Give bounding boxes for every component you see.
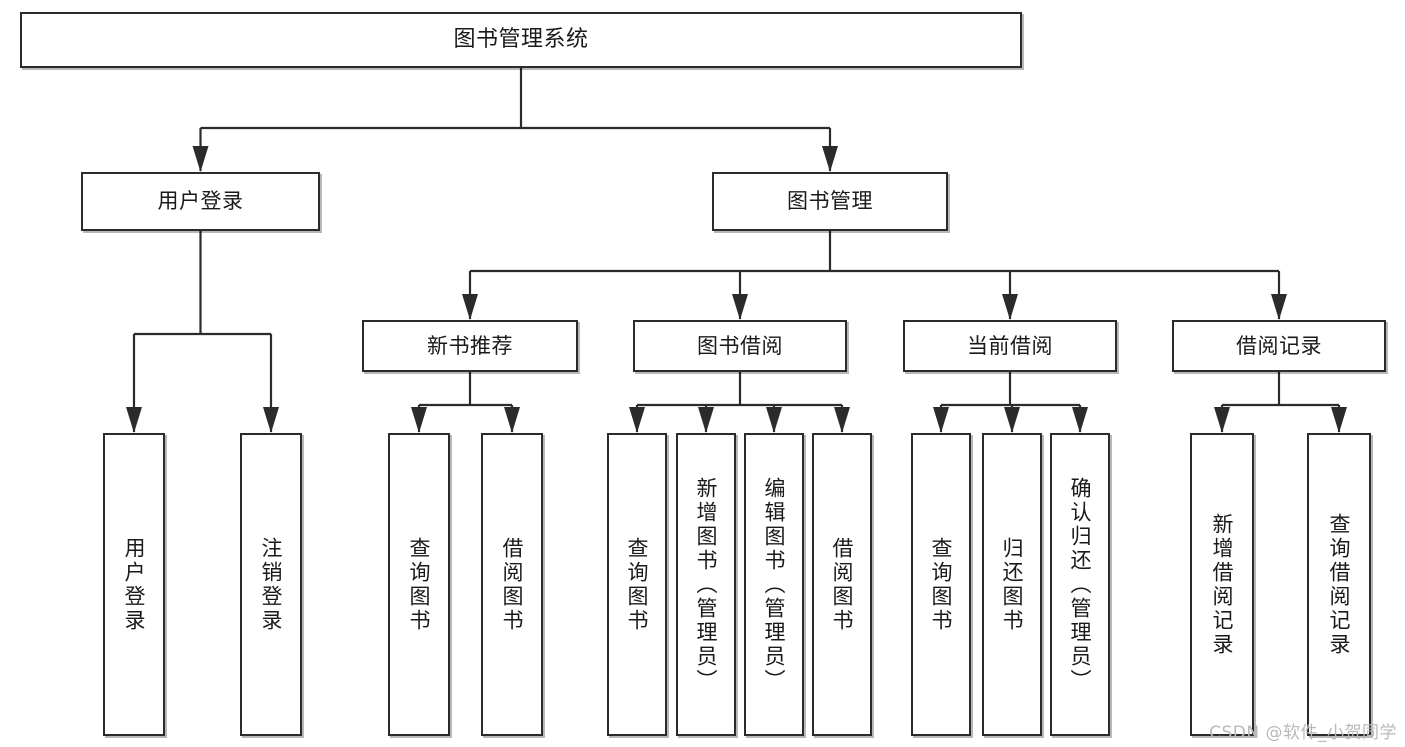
- node-leaf-edit[interactable]: 编辑图书（管理员）: [744, 433, 804, 736]
- edge-arrowhead-leaf-qrec: [1331, 407, 1347, 433]
- edge-arrowhead-leaf-b2: [834, 407, 850, 433]
- edge-arrowhead-leaf-b1: [504, 407, 520, 433]
- edge-arrowhead-current: [1002, 294, 1018, 320]
- node-leaf-add[interactable]: 新增图书（管理员）: [676, 433, 736, 736]
- node-leaf-return[interactable]: 归还图书: [982, 433, 1042, 736]
- edge-arrowhead-records: [1271, 294, 1287, 320]
- node-leaf-addrec[interactable]: 新增借阅记录: [1190, 433, 1254, 736]
- edge-arrowhead-leaf-q1: [411, 407, 427, 433]
- node-leaf-b1[interactable]: 借阅图书: [481, 433, 543, 736]
- node-records[interactable]: 借阅记录: [1172, 320, 1386, 372]
- node-login[interactable]: 用户登录: [81, 172, 320, 231]
- node-root[interactable]: 图书管理系统: [20, 12, 1022, 68]
- edge-arrowhead-leaf-return: [1004, 407, 1020, 433]
- node-label: 图书管理: [787, 189, 873, 214]
- node-label: 用户登录: [122, 536, 147, 633]
- edge-arrowhead-leaf-q2: [629, 407, 645, 433]
- node-newbook[interactable]: 新书推荐: [362, 320, 578, 372]
- edge-arrowhead-leaf-q3: [933, 407, 949, 433]
- node-label: 用户登录: [157, 189, 244, 214]
- edge-arrowhead-bookmgmt: [822, 146, 838, 172]
- node-label: 图书借阅: [697, 333, 783, 358]
- edge-arrowhead-leaf-edit: [766, 407, 782, 433]
- edge-arrowhead-borrow: [732, 294, 748, 320]
- node-label: 查询图书: [625, 536, 650, 633]
- node-leaf-confirm[interactable]: 确认归还（管理员）: [1050, 433, 1110, 736]
- node-label: 注销登录: [259, 536, 284, 633]
- node-leaf-logout[interactable]: 注销登录: [240, 433, 302, 736]
- node-label: 图书管理系统: [453, 27, 589, 53]
- node-label: 查询图书: [407, 536, 432, 633]
- node-leaf-login[interactable]: 用户登录: [103, 433, 165, 736]
- node-leaf-q1[interactable]: 查询图书: [388, 433, 450, 736]
- node-label: 借阅记录: [1236, 333, 1322, 358]
- node-leaf-b2[interactable]: 借阅图书: [812, 433, 872, 736]
- edge-arrowhead-leaf-confirm: [1072, 407, 1088, 433]
- node-label: 借阅图书: [830, 536, 855, 633]
- node-borrow[interactable]: 图书借阅: [633, 320, 847, 372]
- node-label: 查询图书: [929, 536, 954, 633]
- node-label: 新书推荐: [427, 333, 513, 358]
- node-label: 确认归还（管理员）: [1068, 476, 1093, 693]
- node-label: 归还图书: [1000, 536, 1025, 633]
- node-leaf-q2[interactable]: 查询图书: [607, 433, 667, 736]
- node-current[interactable]: 当前借阅: [903, 320, 1117, 372]
- node-label: 查询借阅记录: [1327, 512, 1352, 657]
- edge-arrowhead-leaf-login: [126, 407, 142, 433]
- watermark-text: CSDN @软件_小贺同学: [1209, 723, 1397, 743]
- node-leaf-qrec[interactable]: 查询借阅记录: [1307, 433, 1371, 736]
- node-label: 新增借阅记录: [1210, 512, 1235, 657]
- node-label: 新增图书（管理员）: [694, 476, 719, 693]
- edge-arrowhead-leaf-add: [698, 407, 714, 433]
- node-leaf-q3[interactable]: 查询图书: [911, 433, 971, 736]
- edge-arrowhead-leaf-addrec: [1214, 407, 1230, 433]
- edge-arrowhead-login: [192, 146, 209, 172]
- edge-arrowhead-newbook: [462, 294, 478, 320]
- node-bookmgmt[interactable]: 图书管理: [712, 172, 948, 231]
- node-label: 编辑图书（管理员）: [762, 476, 787, 693]
- edge-arrowhead-leaf-logout: [263, 407, 279, 433]
- node-label: 当前借阅: [967, 333, 1053, 358]
- node-label: 借阅图书: [500, 536, 525, 633]
